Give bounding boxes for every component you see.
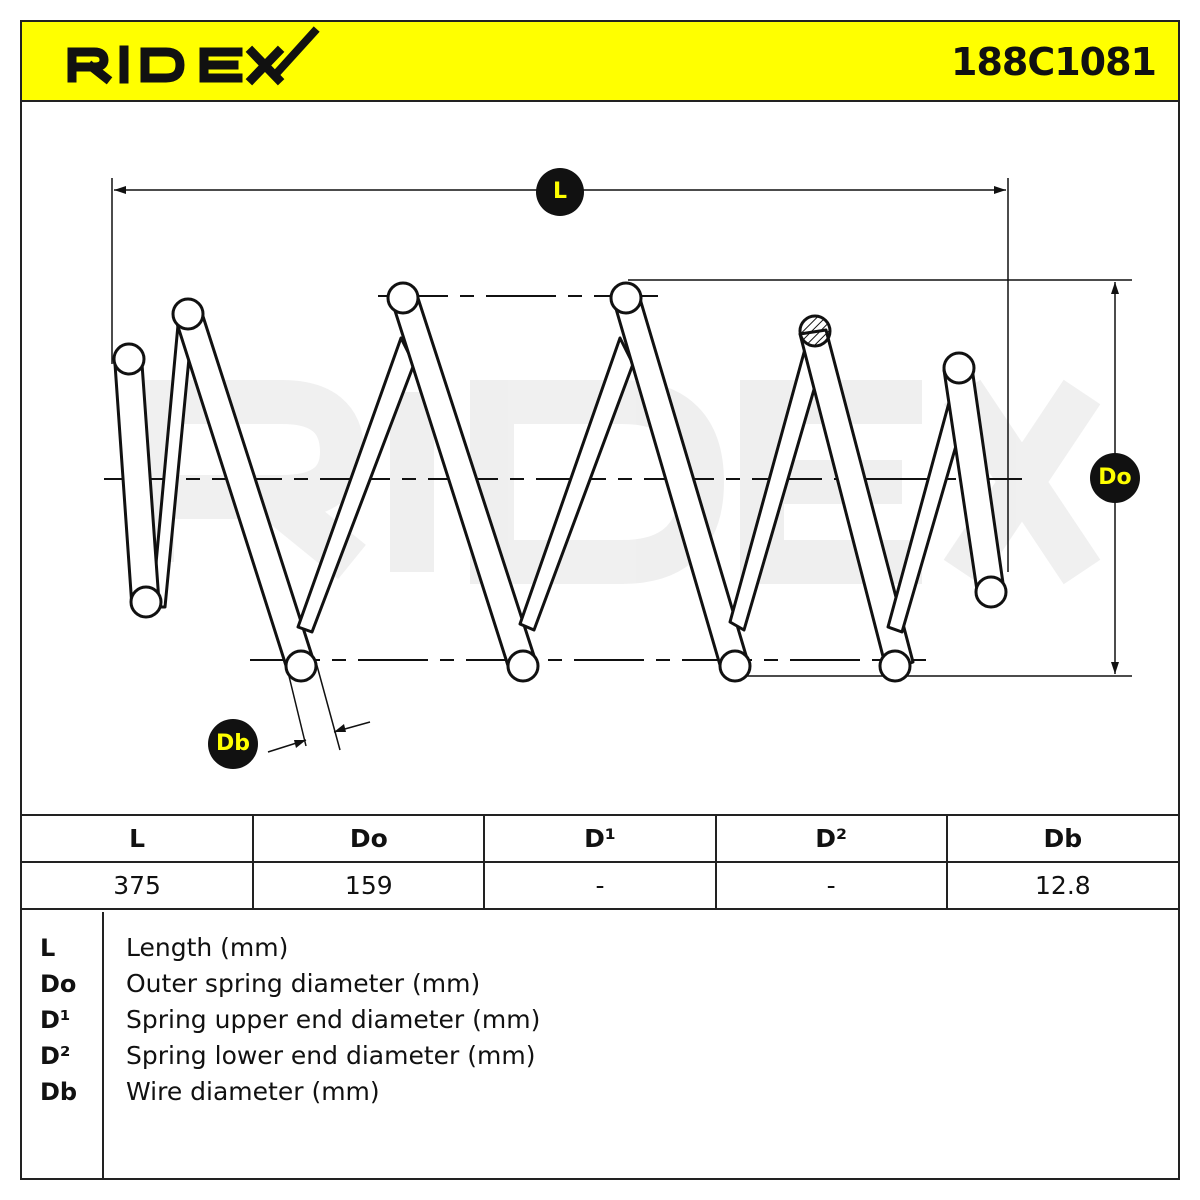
spec-value-cell: -: [483, 861, 717, 910]
length-callout: L: [536, 168, 584, 216]
spec-header-cell: L: [22, 814, 255, 863]
legend: L Length (mm) Do Outer spring diameter (…: [22, 912, 1178, 1178]
legend-item: Do Outer spring diameter (mm): [22, 966, 1178, 1002]
spec-header-cell: D²: [714, 814, 948, 863]
legend-item: Db Wire diameter (mm): [22, 1074, 1178, 1110]
wire-diameter-callout: Db: [208, 719, 258, 769]
spec-value-cell: -: [714, 861, 948, 910]
legend-description: Outer spring diameter (mm): [126, 969, 481, 998]
spec-value-cell: 12.8: [945, 861, 1178, 910]
spec-header-cell: Do: [252, 814, 486, 863]
brand-header: 188C1081: [22, 22, 1178, 102]
part-number: 188C1081: [951, 40, 1157, 84]
wire-extension-left: [287, 671, 307, 747]
spec-sheet-frame: 188C1081: [20, 20, 1180, 1180]
spec-header-row: L Do D¹ D² Db: [22, 814, 1178, 863]
spring-coils: [113, 290, 1006, 674]
spec-value-cell: 159: [252, 861, 486, 910]
legend-item: D² Spring lower end diameter (mm): [22, 1038, 1178, 1074]
wire-end-right: [974, 575, 1008, 609]
legend-description: Spring upper end diameter (mm): [126, 1005, 541, 1034]
spec-value-row: 375 159 - - 12.8: [22, 861, 1178, 910]
wire-end-left: [112, 342, 146, 376]
legend-description: Wire diameter (mm): [126, 1077, 380, 1106]
legend-description: Spring lower end diameter (mm): [126, 1041, 536, 1070]
wire-section-hatched: [798, 314, 832, 348]
spec-header-cell: D¹: [483, 814, 717, 863]
spring-dimension-drawing: [104, 178, 1132, 753]
legend-symbol: Db: [40, 1078, 78, 1106]
legend-description: Length (mm): [126, 933, 289, 962]
legend-item: L Length (mm): [22, 930, 1178, 966]
spec-header-cell: Db: [945, 814, 1178, 863]
legend-symbol: D²: [40, 1042, 71, 1070]
spec-value-cell: 375: [22, 861, 255, 910]
outer-diameter-callout: Do: [1090, 453, 1140, 503]
coil-bends: [129, 281, 976, 683]
legend-symbol: L: [40, 934, 56, 962]
spec-table: L Do D¹ D² Db 375 159 - - 12.8: [22, 814, 1178, 910]
legend-symbol: Do: [40, 970, 77, 998]
legend-divider: [102, 912, 104, 1178]
legend-item: D¹ Spring upper end diameter (mm): [22, 1002, 1178, 1038]
wire-extension-right: [315, 661, 341, 751]
legend-symbol: D¹: [40, 1006, 71, 1034]
ridex-logo: [67, 26, 320, 86]
